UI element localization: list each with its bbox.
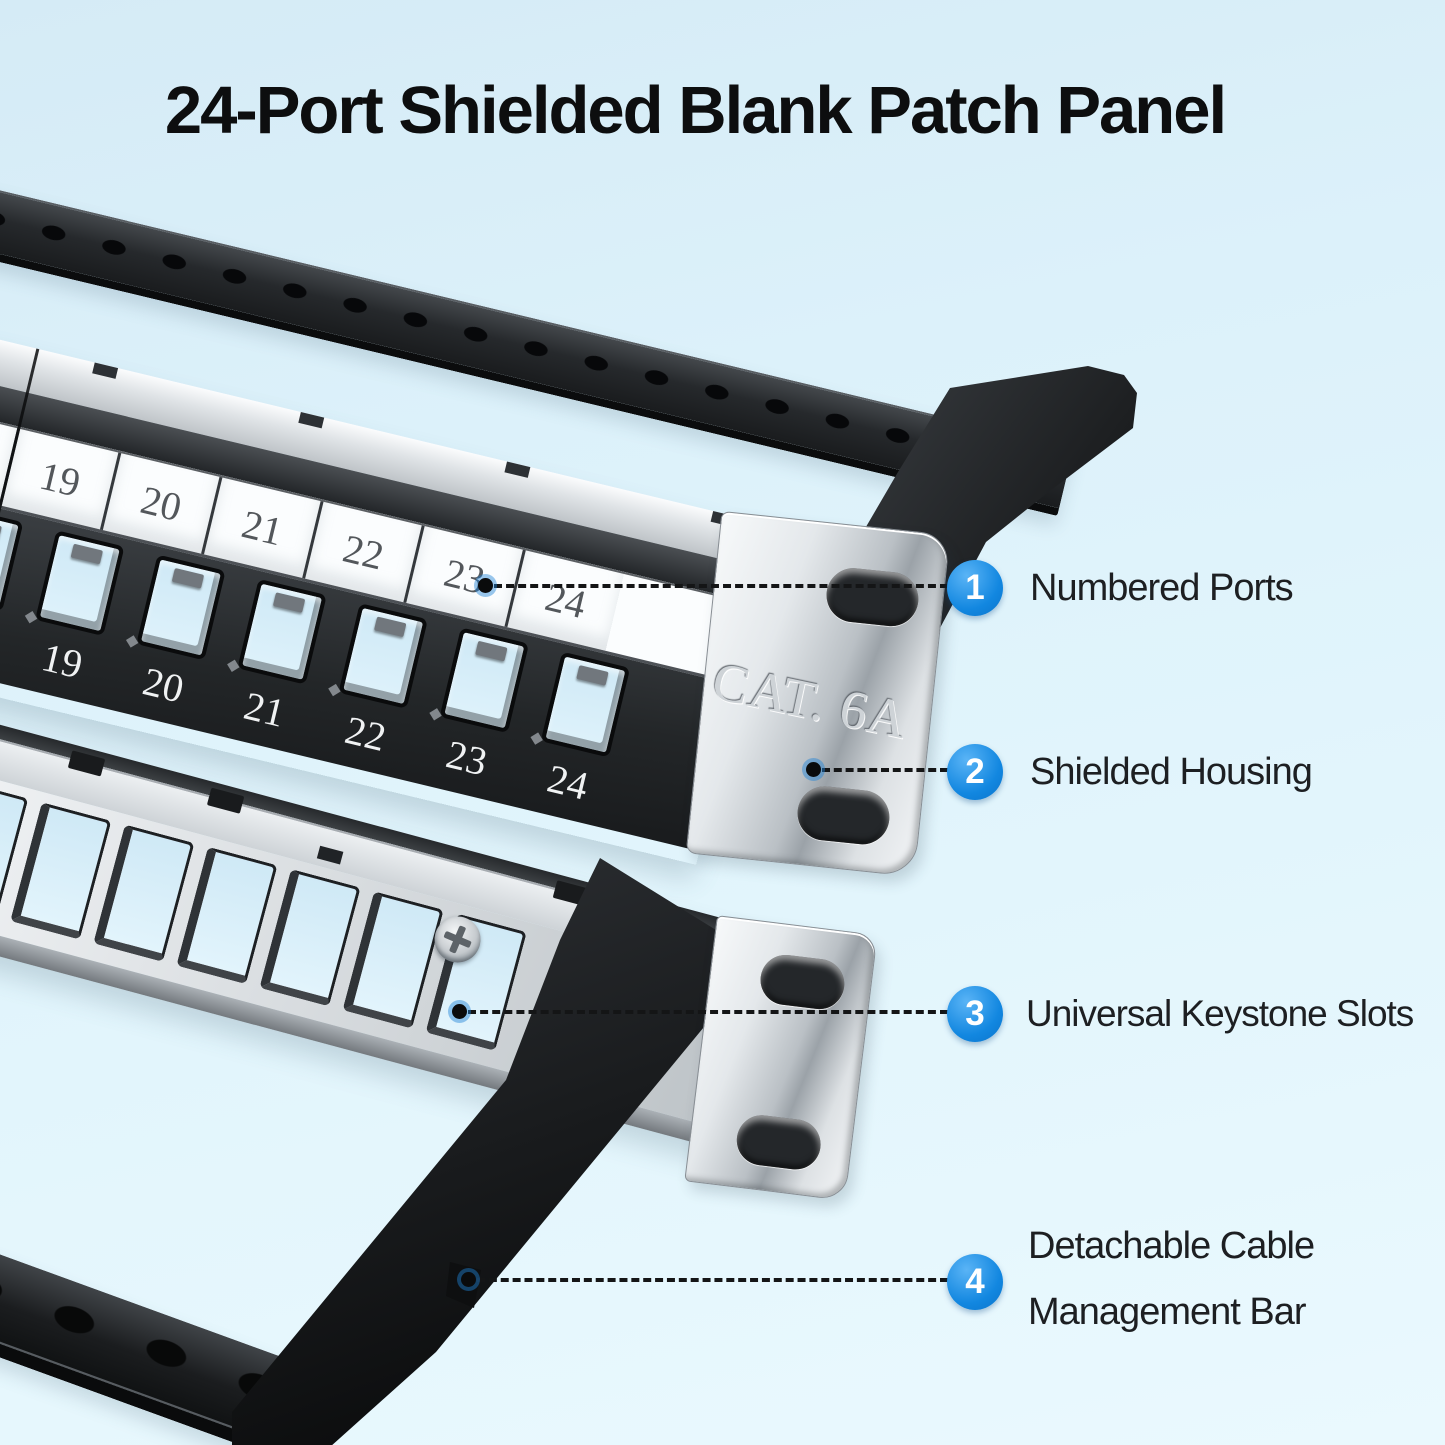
callout-dot-3 xyxy=(452,1004,467,1019)
callout-badge-4: 4 xyxy=(947,1254,1003,1310)
callout-badge-3: 3 xyxy=(947,986,1003,1042)
port-number: 22 xyxy=(340,706,391,761)
port-number: 21 xyxy=(239,682,290,736)
port-number: 19 xyxy=(37,634,87,688)
panel-notch xyxy=(625,928,653,948)
callout-dot-1 xyxy=(478,578,493,593)
mounting-hole xyxy=(733,1112,824,1173)
port-number: 24 xyxy=(543,755,593,809)
front-mounting-ear: CAT. 6A xyxy=(685,510,951,878)
callout-line-4 xyxy=(477,1278,948,1282)
keystone-opening xyxy=(0,505,24,612)
keystone-latch xyxy=(272,592,306,613)
callout-label-3: Universal Keystone Slots xyxy=(1026,993,1414,1034)
port-number: 23 xyxy=(442,731,492,785)
callout-dot-4 xyxy=(461,1272,476,1287)
callout-line-1 xyxy=(494,584,948,588)
callout-badge-2: 2 xyxy=(947,744,1003,800)
panel-notch xyxy=(316,845,344,865)
callout-line-3 xyxy=(468,1010,948,1014)
keystone-latch xyxy=(171,567,205,589)
callout-line-2 xyxy=(822,768,948,772)
keystone-opening xyxy=(35,530,125,637)
port-number: 20 xyxy=(138,658,189,712)
rear-mounting-ear xyxy=(684,915,878,1201)
keystone-opening xyxy=(540,651,631,758)
keystone-opening xyxy=(439,627,530,734)
keystone-opening xyxy=(237,578,327,685)
keystone-latch xyxy=(0,519,2,541)
keystone-latch xyxy=(373,616,407,638)
callout-label-4-line2: Management Bar xyxy=(1028,1291,1306,1333)
callout-label-2: Shielded Housing xyxy=(1030,751,1313,793)
cat6a-engraving: CAT. 6A xyxy=(707,650,914,751)
callout-label-4-line1: Detachable Cable xyxy=(1028,1225,1315,1267)
mounting-hole xyxy=(823,565,921,629)
keystone-opening xyxy=(338,603,428,709)
keystone-latch xyxy=(475,640,508,662)
callout-label-1: Numbered Ports xyxy=(1030,567,1294,609)
page-title: 24-Port Shielded Blank Patch Panel xyxy=(164,73,1227,148)
cable-management-bar-bottom xyxy=(0,1238,336,1445)
keystone-latch xyxy=(576,665,609,686)
keystone-opening xyxy=(136,554,226,661)
callout-dot-2 xyxy=(806,762,821,777)
mounting-hole xyxy=(794,783,893,847)
mounting-hole xyxy=(757,952,848,1012)
keystone-latch xyxy=(70,543,104,565)
callout-badge-1: 1 xyxy=(947,560,1003,616)
